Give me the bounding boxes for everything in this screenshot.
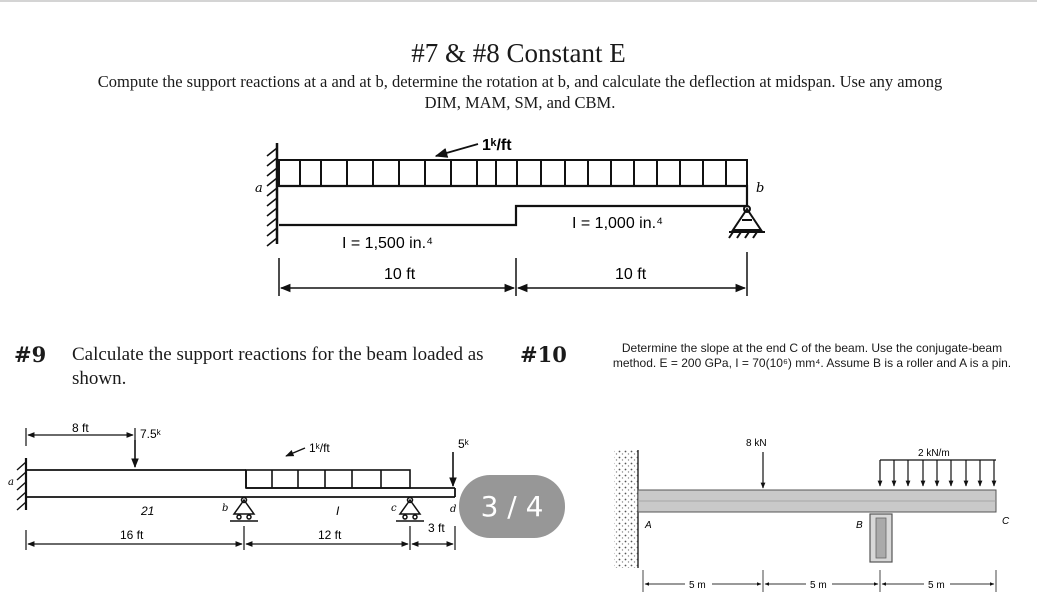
distributed-load-10 bbox=[877, 459, 997, 487]
problem-9-statement: Calculate the support reactions for the … bbox=[72, 344, 484, 389]
roller-support-b-9 bbox=[230, 496, 258, 522]
problem-9-number: #9 bbox=[14, 342, 47, 367]
fixed-support-a bbox=[266, 143, 279, 247]
dim-8ft-label: 8 ft bbox=[72, 421, 89, 435]
span-1-label-10: 5 m bbox=[689, 580, 706, 591]
inertia-right-label: I = 1,000 in.⁴ bbox=[572, 215, 663, 232]
pin-support-b bbox=[728, 205, 765, 239]
point-A-label-10: A bbox=[644, 520, 652, 531]
span-right-label: 10 ft bbox=[615, 266, 647, 283]
inertia-I-label: I bbox=[336, 504, 340, 518]
problem-7-8-statement: Compute the support reactions at a and a… bbox=[97, 72, 943, 112]
problem-10-statement: Determine the slope at the end C of the … bbox=[612, 341, 1012, 370]
udl-pointer-9 bbox=[285, 447, 306, 457]
roller-support-B-10 bbox=[869, 513, 893, 563]
span-2-label-10: 5 m bbox=[810, 580, 827, 591]
dimension-lines bbox=[278, 252, 748, 296]
load-75-label: 7.5ᵏ bbox=[140, 427, 162, 441]
load-5-label: 5ᵏ bbox=[458, 437, 470, 451]
span-12-label: 12 ft bbox=[318, 528, 342, 542]
point-b-label: b bbox=[756, 181, 764, 196]
load-label: 1ᵏ/ft bbox=[482, 137, 512, 154]
stepped-beam bbox=[279, 184, 749, 227]
page-title: #7 & #8 Constant E bbox=[411, 38, 626, 68]
span-left-label: 10 ft bbox=[384, 266, 416, 283]
point-c-label-9: c bbox=[391, 503, 397, 514]
load-pointer bbox=[434, 143, 479, 158]
dimension-lines-9 bbox=[25, 428, 456, 550]
span-3-label: 3 ft bbox=[428, 521, 445, 535]
fixed-support-a-9 bbox=[16, 458, 28, 511]
top-divider bbox=[0, 0, 1037, 2]
load-8kN-label: 8 kN bbox=[746, 438, 767, 449]
udl-label-9: 1ᵏ/ft bbox=[309, 441, 330, 455]
point-C-label-10: C bbox=[1002, 516, 1010, 527]
point-a-label-9: a bbox=[8, 477, 14, 488]
point-a-label: a bbox=[255, 181, 263, 196]
problem-10-number: #10 bbox=[520, 342, 567, 367]
span-16-label: 16 ft bbox=[120, 528, 144, 542]
inertia-left-label: I = 1,500 in.⁴ bbox=[342, 235, 433, 252]
point-B-label-10: B bbox=[856, 520, 863, 531]
load-2kNm-label: 2 kN/m bbox=[918, 448, 950, 459]
roller-support-c-9 bbox=[396, 496, 424, 522]
page-indicator: 3 / 4 bbox=[459, 475, 565, 538]
inertia-21-label: 21 bbox=[140, 504, 154, 518]
dimension-lines-10 bbox=[642, 570, 997, 592]
point-d-label-9: d bbox=[450, 504, 456, 515]
point-b-label-9: b bbox=[222, 503, 228, 514]
span-3-label-10: 5 m bbox=[928, 580, 945, 591]
wall-A-10 bbox=[614, 450, 638, 568]
udl-boxes-9 bbox=[245, 469, 411, 489]
